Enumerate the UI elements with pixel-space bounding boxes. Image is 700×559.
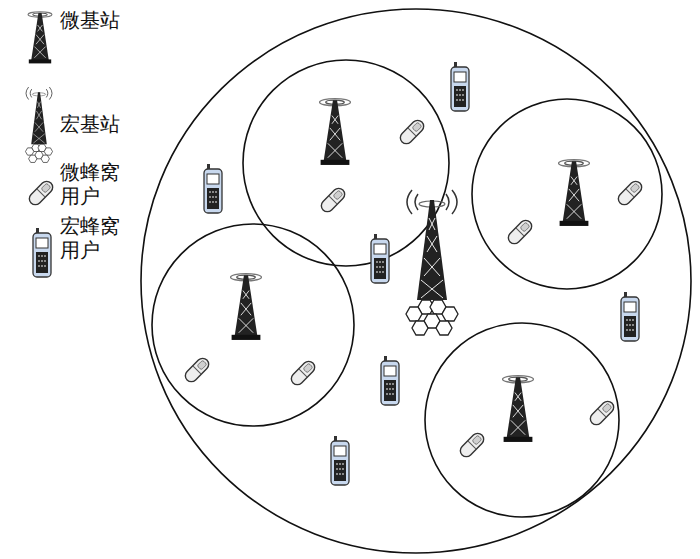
macro-user (381, 356, 399, 405)
legend-text: 宏基站 (60, 112, 138, 136)
macro-user (371, 234, 389, 283)
micro-user (289, 359, 317, 387)
macro-user (621, 292, 639, 341)
macro-user-icon (33, 228, 51, 277)
macro-cell (141, 9, 691, 553)
micro-user (319, 186, 347, 214)
micro-station (320, 99, 351, 165)
legend-text: 微蜂窝 用户 (60, 160, 126, 208)
micro-cell (472, 99, 662, 289)
macro-station (406, 190, 458, 335)
macro-user (204, 164, 222, 213)
micro-user (506, 218, 534, 246)
micro-cell (243, 60, 449, 266)
micro-user (183, 356, 211, 384)
micro-user (616, 179, 644, 207)
micro-user (588, 399, 616, 427)
micro-station-icon (28, 12, 52, 64)
macro-user (451, 62, 469, 111)
micro-station (231, 274, 262, 340)
macro-station-icon (25, 87, 52, 162)
micro-station (559, 160, 590, 226)
legend-text: 微基站 (60, 8, 138, 32)
macro-user (331, 436, 349, 485)
micro-user (458, 431, 486, 459)
micro-cell (152, 224, 354, 426)
micro-cell (425, 323, 619, 517)
micro-user-icon (27, 179, 55, 207)
micro-station (503, 376, 534, 442)
micro-user (398, 118, 426, 146)
legend-text: 宏蜂窝 用户 (60, 214, 126, 262)
